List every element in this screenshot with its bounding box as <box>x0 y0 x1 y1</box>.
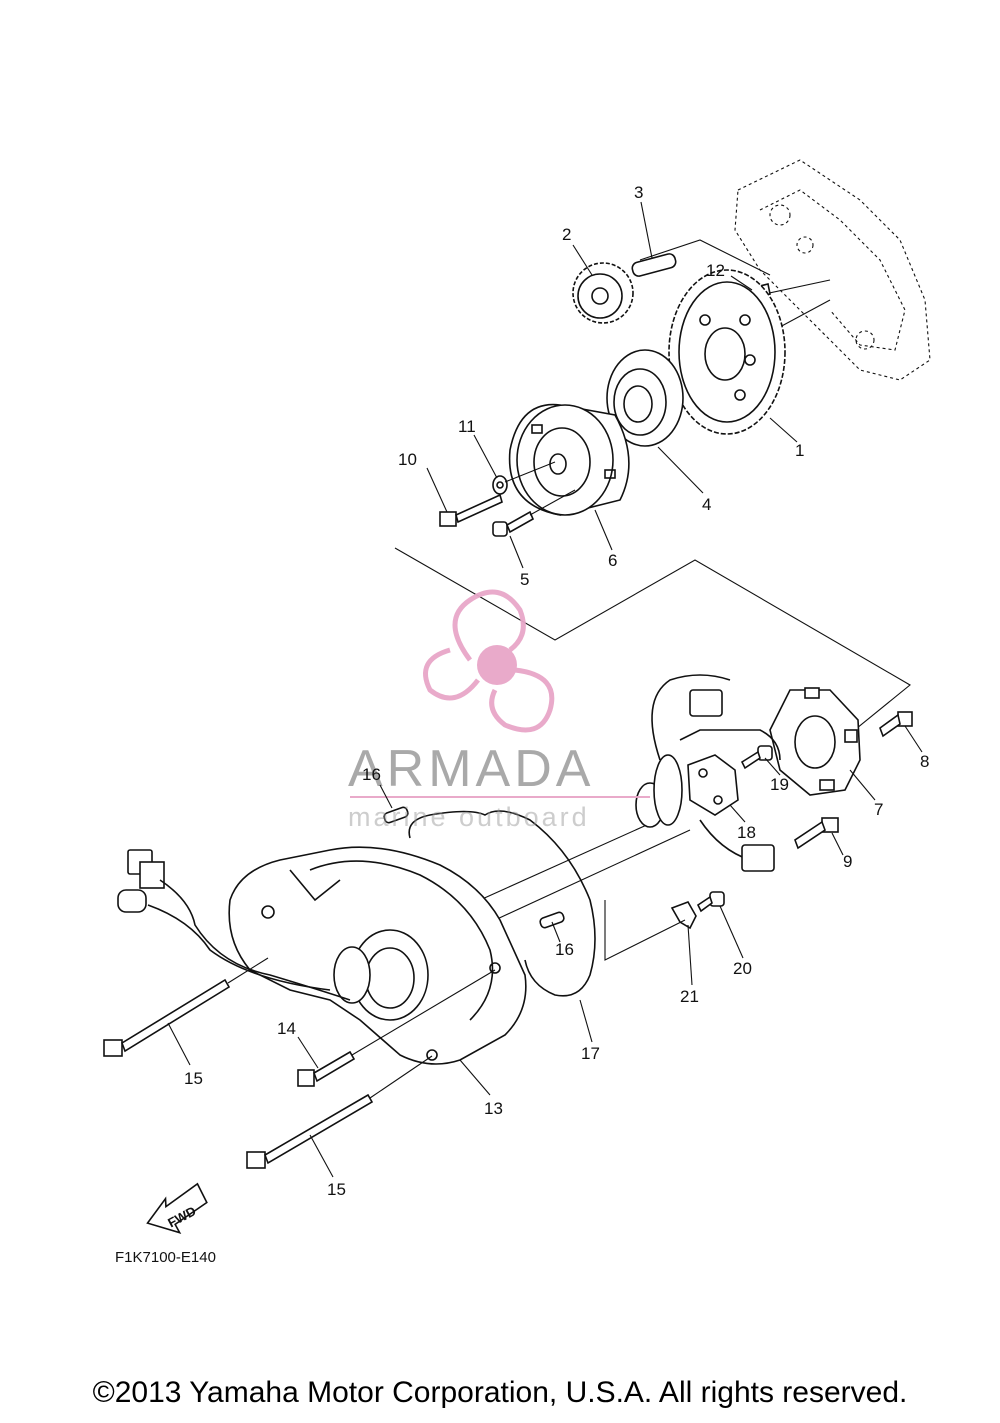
callout-20: 20 <box>733 959 752 978</box>
clamp-part-21 <box>670 901 697 930</box>
axis-line-11 <box>504 461 556 483</box>
long-bolt-part-15-a <box>103 978 231 1057</box>
axis-line-15b <box>369 1055 433 1099</box>
dowel-pin-part-16-a <box>383 806 409 824</box>
callout-10: 10 <box>398 450 417 469</box>
shaft-seal <box>635 754 683 828</box>
callout-14: 14 <box>277 1019 296 1038</box>
callout-15-a: 15 <box>184 1069 203 1088</box>
callout-15-b: 15 <box>327 1180 346 1199</box>
callout-16-a: 16 <box>362 765 381 784</box>
gear-small-part-2 <box>572 262 634 324</box>
watermark-brand: ARMADA <box>348 740 594 798</box>
screw-part-19 <box>740 745 773 770</box>
shaft-leader-12 <box>759 279 831 296</box>
gear-large-part-1 <box>668 269 786 435</box>
shaft-leader-3 <box>639 239 771 276</box>
stator-part-7 <box>769 687 861 796</box>
callout-4: 4 <box>702 495 711 514</box>
group-bracket-line <box>394 547 911 751</box>
callout-21: 21 <box>680 987 699 1006</box>
callout-labels: 1 2 3 4 5 6 7 8 9 10 11 12 13 14 15 15 1… <box>184 183 929 1199</box>
callout-18: 18 <box>737 823 756 842</box>
leader-lines <box>167 201 923 1178</box>
watermark-tagline: marine outboard <box>348 802 590 832</box>
callout-17: 17 <box>581 1044 600 1063</box>
callout-12: 12 <box>706 261 725 280</box>
callout-6: 6 <box>608 551 617 570</box>
fwd-arrow-icon: FWD <box>146 1182 208 1234</box>
bolt-part-14 <box>297 1050 356 1087</box>
axis-line-5 <box>529 489 576 516</box>
copyright-notice: ©2013 Yamaha Motor Corporation, U.S.A. A… <box>92 1376 908 1409</box>
axis-line-15a <box>227 957 269 984</box>
gasket-part-17 <box>408 810 596 997</box>
bolt-part-5 <box>492 510 535 537</box>
bolt-part-8 <box>879 711 913 738</box>
callout-9: 9 <box>843 852 852 871</box>
screw-part-20 <box>696 891 725 913</box>
callout-3: 3 <box>634 183 643 202</box>
callout-19: 19 <box>770 775 789 794</box>
pickup-coil-part-18 <box>687 754 739 816</box>
callout-13: 13 <box>484 1099 503 1118</box>
callout-11: 11 <box>458 417 476 436</box>
shaft-axis-lower-b <box>494 829 691 921</box>
washer-part-11 <box>492 475 508 495</box>
armada-logo-watermark: ARMADA marine outboard <box>348 589 650 832</box>
crankcase-cover-part-13 <box>228 846 527 1065</box>
wiring-harness <box>651 674 781 872</box>
callout-2: 2 <box>562 225 571 244</box>
rotor-part-6 <box>508 403 630 516</box>
pin-part-3 <box>631 253 677 277</box>
clutch-part-4 <box>606 349 684 447</box>
bolt-part-10 <box>439 493 503 527</box>
diagram-code: F1K7100-E140 <box>115 1249 216 1266</box>
callout-5: 5 <box>520 570 529 589</box>
axis-line-14 <box>351 969 496 1056</box>
callout-8: 8 <box>920 752 929 771</box>
connector-harness <box>117 849 351 1001</box>
bolt-part-9 <box>794 817 839 850</box>
callout-16-b: 16 <box>555 940 574 959</box>
long-bolt-part-15-b <box>246 1093 374 1169</box>
dowel-pin-part-16-b <box>539 911 565 929</box>
callout-1: 1 <box>795 441 804 460</box>
bracket-line-21 <box>604 900 686 961</box>
callout-7: 7 <box>874 800 883 819</box>
